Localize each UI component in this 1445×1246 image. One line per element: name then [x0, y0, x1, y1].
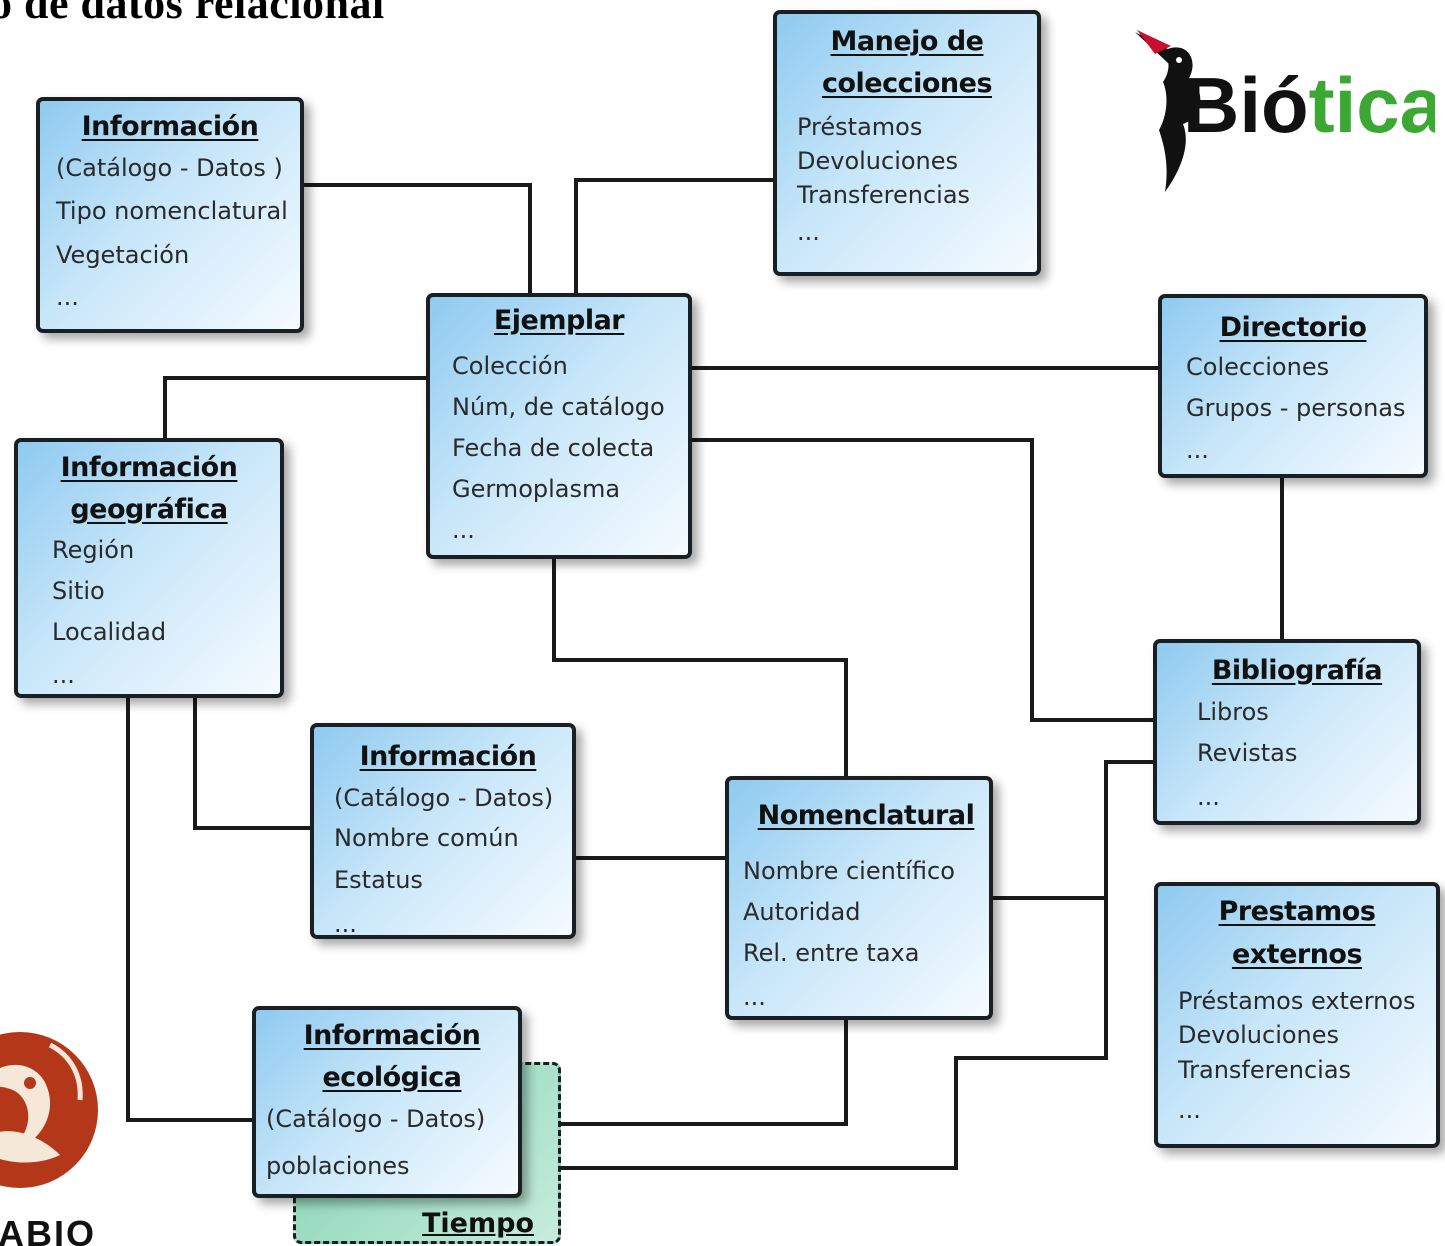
box-title-line: Información [303, 1020, 481, 1051]
box-item: Colección [452, 352, 568, 380]
box-title: Bibliografía [1211, 655, 1383, 686]
box-title-line: externos [1231, 939, 1363, 970]
biotica-logo-text: Biótica [1183, 61, 1435, 149]
biotica-text-a: Bió [1183, 61, 1309, 149]
box-bibliografia: Bibliografía Libros Revistas ... [1153, 639, 1421, 825]
box-title-line: ecológica [322, 1062, 462, 1093]
conabio-emblem-icon [0, 1032, 98, 1188]
box-title-line: geográfica [70, 494, 228, 525]
box-item: ... [334, 910, 357, 938]
box-item: poblaciones [266, 1152, 410, 1180]
box-item: Localidad [52, 618, 167, 646]
box-item: Devoluciones [1178, 1021, 1340, 1049]
connector-catalogo-ejemplar [302, 183, 532, 296]
box-item: Autoridad [743, 898, 861, 926]
connector-tiempo-bibliografia [550, 898, 1108, 1170]
box-title: Nomenclatural [757, 800, 975, 831]
box-manejo-colecciones: Manejo de colecciones Préstamos Devoluci… [773, 10, 1041, 276]
box-item: Germoplasma [452, 475, 621, 503]
box-item: Transferencias [797, 181, 971, 209]
box-informacion-nombre-comun: Información (Catálogo - Datos) Nombre co… [310, 723, 576, 939]
box-informacion-ecologica: Información ecológica (Catálogo - Datos)… [252, 1006, 522, 1198]
connector-ejemplar-bibliografia [690, 438, 1155, 722]
conabio-logo: IABIO [0, 1032, 98, 1246]
box-title-line: Prestamos [1218, 896, 1376, 927]
page-title: o de datos relacional [0, 0, 385, 28]
box-item: Núm, de catálogo [452, 393, 665, 421]
box-item: Sitio [52, 577, 105, 605]
tiempo-label: Tiempo [422, 1208, 534, 1239]
box-title: Ejemplar [493, 305, 625, 336]
box-item: Libros [1197, 698, 1269, 726]
box-item: ... [1178, 1096, 1201, 1124]
biotica-logo: Biótica [1135, 30, 1435, 192]
box-title-line: Manejo de [830, 26, 984, 57]
box-item: Préstamos externos [1178, 987, 1416, 1015]
box-item: ... [1197, 783, 1220, 811]
connector-nomenclatural-ecologica [520, 1016, 848, 1126]
box-nomenclatural: Nomenclatural Nombre científico Autorida… [725, 776, 993, 1020]
box-item: ... [52, 661, 75, 689]
box-item: Tipo nomenclatural [56, 197, 288, 225]
box-prestamos-externos: Prestamos externos Préstamos externos De… [1154, 882, 1440, 1148]
conabio-logo-text: IABIO [0, 1213, 96, 1246]
biotica-text-b: tica [1309, 61, 1435, 149]
box-directorio: Directorio Colecciones Grupos - personas… [1158, 294, 1428, 478]
box-title: Directorio [1219, 312, 1367, 343]
box-item: ... [743, 983, 766, 1011]
box-title: Información [81, 111, 259, 142]
connector-geografica-comun [193, 695, 312, 830]
box-item: ... [1186, 436, 1209, 464]
connector-nomenclatural-bibliografia [992, 760, 1155, 900]
box-item: ... [452, 516, 475, 544]
box-item: (Catálogo - Datos) [266, 1105, 486, 1133]
box-item: Vegetación [56, 241, 190, 269]
box-item: (Catálogo - Datos) [334, 784, 554, 812]
box-item: Transferencias [1178, 1056, 1352, 1084]
box-item: Nombre científico [743, 857, 955, 885]
box-title-line: Información [60, 452, 238, 483]
box-title: Información [359, 741, 537, 772]
box-item: Revistas [1197, 739, 1298, 767]
box-item: Devoluciones [797, 147, 959, 175]
box-item: Fecha de colecta [452, 434, 655, 462]
box-item: Estatus [334, 866, 423, 894]
box-item: (Catálogo - Datos ) [56, 154, 283, 182]
box-item: Nombre común [334, 824, 519, 852]
box-item: ... [56, 283, 79, 311]
box-ejemplar: Ejemplar Colección Núm, de catálogo Fech… [426, 293, 692, 559]
box-informacion-geografica: Información geográfica Región Sitio Loca… [14, 438, 284, 698]
box-item: ... [797, 218, 820, 246]
box-item: Región [52, 536, 135, 564]
connector-geografica-ecologica [126, 695, 255, 1122]
box-informacion-catalogo: Información (Catálogo - Datos ) Tipo nom… [36, 97, 304, 333]
woodpecker-icon [1135, 30, 1201, 192]
box-title-line: colecciones [821, 68, 993, 99]
box-item: Rel. entre taxa [743, 939, 920, 967]
box-item: Préstamos [797, 113, 923, 141]
connector-ejemplar-geografica [163, 376, 428, 442]
box-item: Grupos - personas [1186, 394, 1406, 422]
box-item: Colecciones [1186, 353, 1330, 381]
connector-ejemplar-nomenclatural [552, 555, 848, 780]
connector-manejo-ejemplar [574, 178, 775, 296]
